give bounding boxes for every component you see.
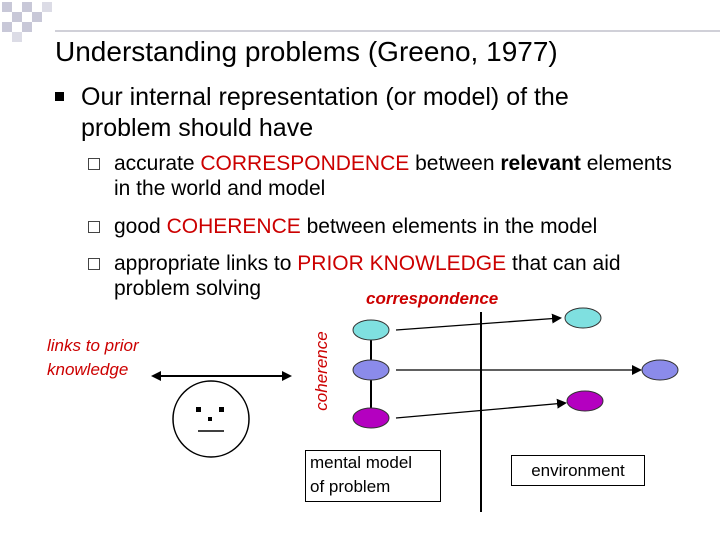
sub-bullet-coherence: good COHERENCE between elements in the m… bbox=[88, 214, 678, 239]
environment-node-magenta bbox=[566, 390, 604, 412]
checkbox-bullet-icon bbox=[88, 158, 100, 170]
model-node-lavender bbox=[352, 359, 390, 381]
main-bullet-text: Our internal representation (or model) o… bbox=[81, 83, 569, 142]
links-label: links to prior knowledge bbox=[47, 336, 139, 379]
model-node-cyan bbox=[352, 319, 390, 341]
environment-node-lavender bbox=[641, 359, 679, 381]
face-icon bbox=[172, 380, 250, 458]
environment-node-cyan bbox=[564, 307, 602, 329]
main-bullet: Our internal representation (or model) o… bbox=[55, 82, 655, 144]
corner-decoration bbox=[0, 0, 60, 50]
model-node-magenta bbox=[352, 407, 390, 429]
bullet-square-icon bbox=[55, 92, 64, 101]
sub-bullet-prior-knowledge: appropriate links to PRIOR KNOWLEDGE tha… bbox=[88, 251, 678, 301]
environment-box: environment bbox=[511, 455, 645, 486]
page-title: Understanding problems (Greeno, 1977) bbox=[55, 36, 558, 67]
checkbox-bullet-icon bbox=[88, 258, 100, 270]
correspondence-label: correspondence bbox=[366, 289, 499, 308]
sub-bullet-correspondence: accurate CORRESPONDENCE between relevant… bbox=[88, 151, 678, 201]
mental-model-box: mental model of problem bbox=[305, 450, 441, 502]
title-rule bbox=[55, 30, 720, 32]
checkbox-bullet-icon bbox=[88, 221, 100, 233]
coherence-label: coherence bbox=[312, 331, 331, 411]
correspondence-arrow-bottom bbox=[395, 398, 567, 419]
correspondence-arrow-top bbox=[395, 313, 562, 331]
